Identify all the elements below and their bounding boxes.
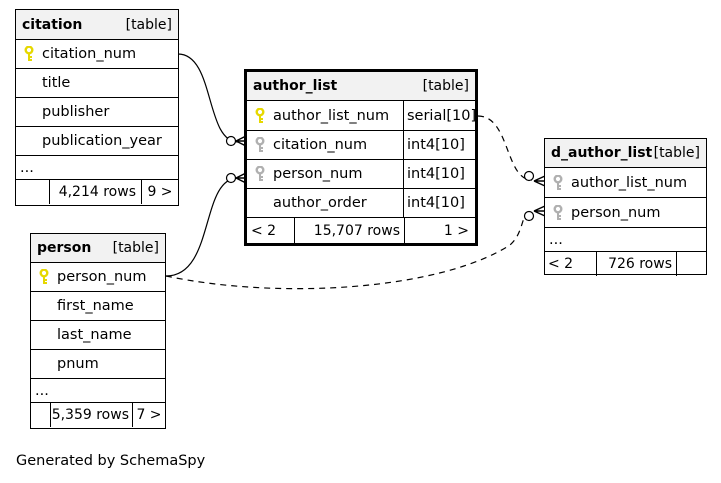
table-footer: < 2 726 rows xyxy=(545,252,706,276)
table-footer: 5,359 rows 7 > xyxy=(31,403,165,427)
column-row[interactable]: author_list_num serial[10] xyxy=(247,101,476,131)
column-name: pnum xyxy=(57,356,99,372)
table-header[interactable]: person [table] xyxy=(31,234,165,263)
column-row[interactable]: publication_year xyxy=(16,127,178,156)
relationship-crowfoot xyxy=(533,205,546,217)
parent-count xyxy=(16,180,50,204)
column-name: title xyxy=(42,75,71,91)
column-name: author_list_num xyxy=(273,107,390,124)
table-header[interactable]: author_list [table] xyxy=(247,72,475,101)
table-kind: [table] xyxy=(112,240,159,256)
table-name: d_author_list xyxy=(551,145,653,161)
table-kind: [table] xyxy=(125,16,172,33)
column-name: author_list_num xyxy=(571,174,688,191)
more-columns: ... xyxy=(549,231,563,248)
row-count: 15,707 rows xyxy=(295,218,405,243)
more-columns-row: ... xyxy=(545,228,706,252)
foreign-key-icon xyxy=(545,174,571,191)
column-type: int4[10] xyxy=(403,131,475,159)
column-row[interactable]: first_name xyxy=(31,292,165,321)
primary-key-icon xyxy=(16,46,42,62)
column-row[interactable]: last_name xyxy=(31,321,165,350)
column-row[interactable]: citation_num int4[10] xyxy=(247,131,475,160)
more-columns-row: ... xyxy=(31,379,165,403)
column-type: serial[10] xyxy=(403,101,476,130)
foreign-key-icon xyxy=(247,137,273,153)
relationship-person-d_author_list xyxy=(165,211,533,290)
column-name: publication_year xyxy=(42,133,162,149)
generated-by-label: Generated by SchemaSpy xyxy=(16,453,206,469)
relationship-optional-marker xyxy=(225,135,237,147)
table-kind: [table] xyxy=(653,145,700,161)
table-footer: 4,214 rows 9 > xyxy=(16,180,178,204)
row-count: 726 rows xyxy=(597,252,677,276)
column-row[interactable]: author_list_num xyxy=(545,168,706,198)
column-name: person_num xyxy=(273,166,363,182)
column-name: person_num xyxy=(57,269,147,285)
child-count[interactable]: 7 > xyxy=(136,407,162,423)
table-name: author_list xyxy=(253,78,338,94)
table-citation[interactable]: citation [table] citation_num title publ… xyxy=(15,9,179,206)
relationship-author_list-d_author_list xyxy=(477,115,533,181)
child-count xyxy=(677,252,706,276)
more-columns: ... xyxy=(35,382,49,399)
parent-count xyxy=(31,403,51,427)
column-row[interactable]: publisher xyxy=(16,98,178,127)
relationship-optional-marker xyxy=(523,210,535,222)
column-name: person_num xyxy=(571,204,661,221)
child-count[interactable]: 1 > xyxy=(443,222,469,239)
table-kind: [table] xyxy=(422,78,469,94)
column-name: citation_num xyxy=(42,46,137,62)
column-row[interactable]: title xyxy=(16,69,178,98)
column-type: int4[10] xyxy=(403,189,475,217)
column-row[interactable]: person_num int4[10] xyxy=(247,160,475,189)
child-count[interactable]: 9 > xyxy=(147,184,173,200)
column-row[interactable]: citation_num xyxy=(16,40,178,69)
more-columns: ... xyxy=(20,159,34,176)
table-author_list[interactable]: author_list [table] author_list_num seri… xyxy=(244,69,478,246)
table-footer: < 2 15,707 rows 1 > xyxy=(247,218,475,243)
table-header[interactable]: citation [table] xyxy=(16,10,178,40)
column-name: last_name xyxy=(57,327,132,343)
column-name: first_name xyxy=(57,298,134,314)
table-header[interactable]: d_author_list [table] xyxy=(545,139,706,168)
table-person[interactable]: person [table] person_num first_name las… xyxy=(30,233,166,429)
more-columns-row: ... xyxy=(16,156,178,180)
column-row[interactable]: author_order int4[10] xyxy=(247,189,475,218)
relationship-citation-author_list xyxy=(177,53,239,143)
foreign-key-icon xyxy=(247,166,273,182)
column-name: author_order xyxy=(273,195,367,211)
relationship-optional-marker xyxy=(225,172,237,184)
table-name: person xyxy=(37,240,92,256)
column-name: citation_num xyxy=(273,137,368,153)
table-name: citation xyxy=(22,16,83,33)
relationship-crowfoot xyxy=(533,175,546,187)
relationship-optional-marker xyxy=(523,170,535,182)
foreign-key-icon xyxy=(545,204,571,221)
relationship-person-author_list xyxy=(165,177,239,277)
parent-count[interactable]: < 2 xyxy=(545,252,597,276)
column-row[interactable]: person_num xyxy=(31,263,165,292)
table-d_author_list[interactable]: d_author_list [table] author_list_num pe… xyxy=(544,138,707,276)
parent-count[interactable]: < 2 xyxy=(247,218,295,243)
column-row[interactable]: person_num xyxy=(545,198,706,228)
row-count: 5,359 rows xyxy=(51,403,133,427)
column-row[interactable]: pnum xyxy=(31,350,165,379)
column-name: publisher xyxy=(42,104,110,120)
column-type: int4[10] xyxy=(403,160,475,188)
primary-key-icon xyxy=(247,107,273,124)
row-count: 4,214 rows xyxy=(50,180,142,204)
primary-key-icon xyxy=(31,269,57,285)
